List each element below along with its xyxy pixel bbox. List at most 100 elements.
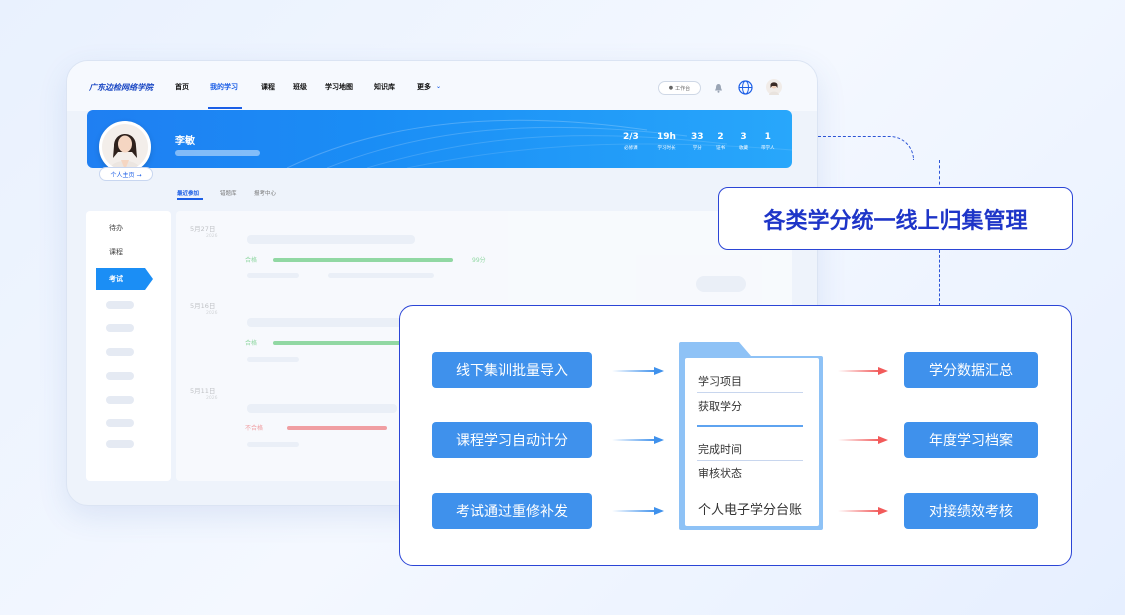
nav-home[interactable]: 首页 [175, 83, 189, 91]
top-navigation: 广东边检网络学院 首页 我的学习 课程 班级 学习地图 知识库 更多 ⌄ ● 工… [67, 61, 817, 111]
bell-icon[interactable] [714, 83, 723, 93]
sidebar-placeholder [106, 324, 134, 332]
sidebar-placeholder [106, 440, 134, 448]
tab-recent[interactable]: 最近参加 [177, 191, 200, 197]
chevron-down-icon[interactable]: ⌄ [436, 83, 442, 90]
stat-label: 学分 [692, 146, 702, 151]
connector-line [818, 136, 914, 160]
exam-title-placeholder [247, 235, 415, 244]
profile-banner [87, 110, 792, 168]
output-performance-link[interactable]: 对接绩效考核 [904, 493, 1038, 529]
stat-required-courses[interactable]: 2/3 必修课 [623, 132, 639, 151]
stat-label: 带学人 [761, 146, 775, 151]
nav-knowledge-base[interactable]: 知识库 [374, 83, 395, 91]
meta-placeholder [247, 442, 299, 447]
sidebar: 待办 课程 考试 [86, 211, 171, 481]
timeline-year: 2026 [206, 396, 218, 401]
stat-value: 1 [764, 132, 771, 142]
profile-avatar[interactable] [99, 121, 151, 173]
score-bar [287, 426, 387, 430]
action-button[interactable] [696, 276, 746, 292]
divider [697, 392, 803, 393]
stat-study-hours[interactable]: 19h 学习时长 [657, 132, 676, 151]
stat-favorites[interactable]: 3 收藏 [739, 132, 748, 151]
banner-decoration [286, 119, 792, 168]
score-bar [273, 341, 403, 345]
arrow-right-icon [612, 367, 664, 375]
ledger-item: 审核状态 [698, 467, 742, 480]
stat-value: 2/3 [623, 132, 639, 142]
sidebar-placeholder [106, 348, 134, 356]
exam-status: 合格 [245, 340, 258, 347]
exam-score: 99分 [472, 257, 486, 264]
ledger-item: 学习项目 [698, 375, 742, 388]
workbench-icon: ● [668, 85, 674, 91]
divider [697, 425, 803, 427]
workbench-label: 工作台 [675, 85, 691, 92]
user-name: 李敏 [175, 136, 195, 147]
stat-value: 33 [691, 132, 704, 142]
exam-title-placeholder [247, 404, 397, 413]
input-course-auto-credit[interactable]: 课程学习自动计分 [432, 422, 592, 458]
timeline-year: 2026 [206, 234, 218, 239]
arrow-right-icon [838, 507, 888, 515]
headline-box: 各类学分统一线上归集管理 [718, 187, 1073, 250]
input-offline-import[interactable]: 线下集训批量导入 [432, 352, 592, 388]
exam-title-placeholder [247, 318, 415, 327]
tab-wrong-questions[interactable]: 错题库 [220, 191, 237, 197]
avatar[interactable] [766, 79, 782, 95]
arrow-right-icon [612, 507, 664, 515]
tab-active-underline [177, 198, 203, 200]
exam-status: 不合格 [245, 425, 264, 432]
nav-learning-map[interactable]: 学习地图 [325, 83, 353, 91]
tab-exam-center[interactable]: 报考中心 [254, 191, 277, 197]
exam-status: 合格 [245, 257, 258, 264]
score-bar [273, 258, 453, 262]
stat-label: 学习时长 [657, 146, 676, 151]
output-annual-archive[interactable]: 年度学习档案 [904, 422, 1038, 458]
brand-logo[interactable]: 广东边检网络学院 [89, 83, 153, 92]
nav-my-learning[interactable]: 我的学习 [210, 83, 238, 91]
stat-mentees[interactable]: 1 带学人 [761, 132, 775, 151]
profile-photo [102, 124, 148, 170]
stat-label: 收藏 [739, 146, 748, 151]
nav-more[interactable]: 更多 [417, 83, 431, 91]
nav-courses[interactable]: 课程 [261, 83, 275, 91]
sidebar-item-exams[interactable]: 考试 [96, 268, 153, 290]
nav-classes[interactable]: 班级 [293, 83, 307, 91]
divider [697, 460, 803, 461]
arrow-right-icon [838, 436, 888, 444]
nav-active-underline [208, 107, 242, 109]
stat-certificates[interactable]: 2 证书 [716, 132, 725, 151]
ledger-item: 获取学分 [698, 400, 742, 413]
folder-ledger-icon [679, 342, 823, 530]
sidebar-placeholder [106, 419, 134, 427]
sidebar-placeholder [106, 301, 134, 309]
output-credit-summary[interactable]: 学分数据汇总 [904, 352, 1038, 388]
profile-home-button[interactable]: 个人主页 → [99, 167, 153, 181]
stat-value: 2 [717, 132, 724, 142]
sidebar-placeholder [106, 396, 134, 404]
globe-icon[interactable] [738, 80, 753, 95]
stat-label: 必修课 [624, 146, 638, 151]
meta-placeholder [247, 357, 299, 362]
sidebar-item-todo[interactable]: 待办 [109, 224, 123, 232]
stat-value: 3 [740, 132, 747, 142]
meta-placeholder [247, 273, 299, 278]
sidebar-item-courses[interactable]: 课程 [109, 248, 123, 256]
stat-label: 证书 [716, 146, 725, 151]
user-info-placeholder [175, 150, 260, 156]
ledger-title: 个人电子学分台账 [698, 503, 803, 518]
sidebar-placeholder [106, 372, 134, 380]
stat-value: 19h [657, 132, 676, 142]
arrow-right-icon [612, 436, 664, 444]
timeline-year: 2026 [206, 311, 218, 316]
connector-line [939, 160, 940, 190]
connector-line [939, 250, 940, 306]
stat-credits[interactable]: 33 学分 [691, 132, 704, 151]
timeline-date: 5月16日 [190, 302, 216, 310]
input-exam-reissue[interactable]: 考试通过重修补发 [432, 493, 592, 529]
arrow-right-icon [838, 367, 888, 375]
workbench-button[interactable]: ● 工作台 [658, 81, 701, 95]
timeline-date: 5月11日 [190, 387, 216, 395]
